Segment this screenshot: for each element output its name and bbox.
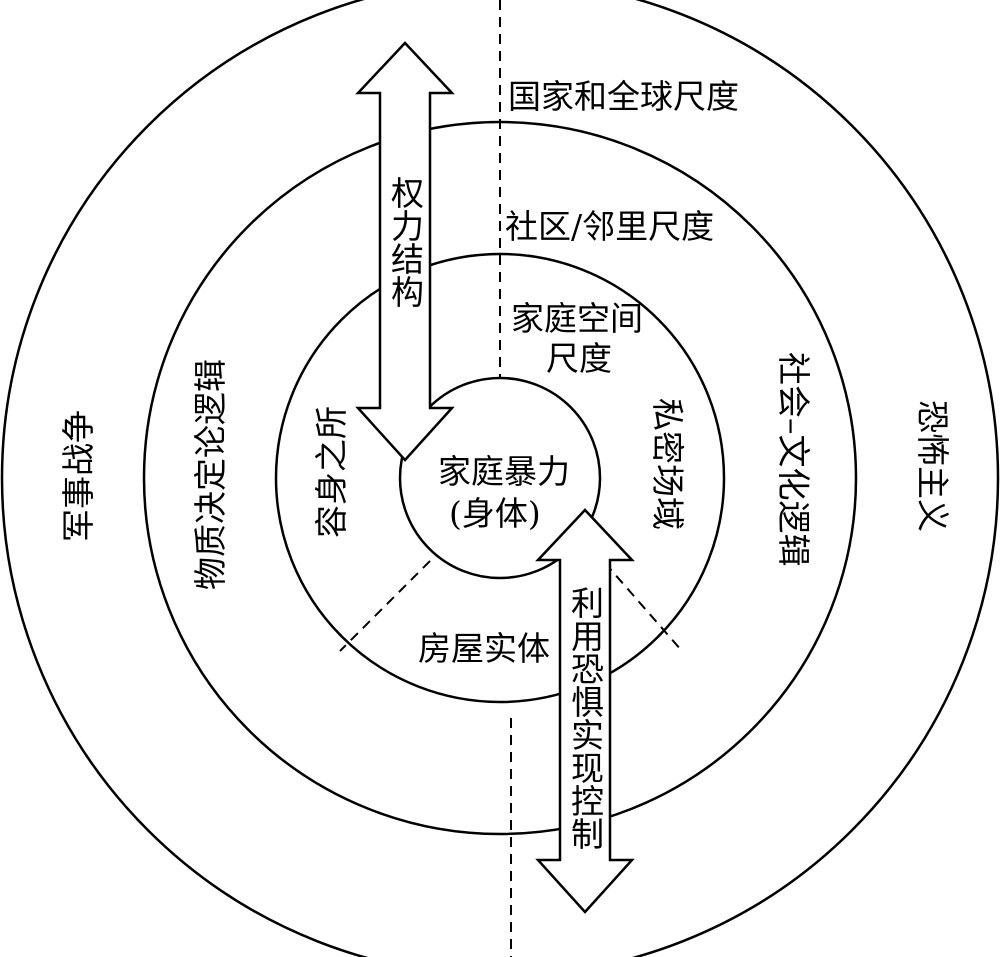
shelter-label: 容身之所	[312, 406, 351, 538]
home-scale-label-line2: 尺度	[546, 339, 612, 378]
dashed-divider-lower-left	[339, 560, 431, 652]
terrorism-label: 恐怖主义	[913, 400, 952, 532]
material-determinism-label: 物质决定论逻辑	[191, 359, 230, 590]
inner-circle	[274, 252, 726, 704]
home-scale-label-line1: 家庭空间	[511, 299, 643, 338]
dashed-divider-lower-right	[604, 562, 683, 652]
fear-control-label: 利用恐惧实现控制	[566, 586, 605, 850]
global-scale-label: 国家和全球尺度	[508, 77, 739, 116]
socio-cultural-label: 社会–文化逻辑	[774, 352, 813, 567]
power-structure-label: 权力结构	[386, 176, 425, 308]
house-entity-label: 房屋实体	[418, 629, 550, 668]
private-domain-label: 私密场域	[648, 398, 687, 530]
fear-control-arrow	[535, 508, 635, 914]
military-war-label: 军事战争	[59, 410, 98, 542]
power-structure-arrow	[355, 41, 455, 462]
community-scale-label: 社区/邻里尺度	[505, 207, 714, 246]
core-label-line1: 家庭暴力	[438, 452, 570, 491]
core-label-line2: (身体)	[449, 494, 541, 533]
core-circle	[398, 376, 602, 580]
